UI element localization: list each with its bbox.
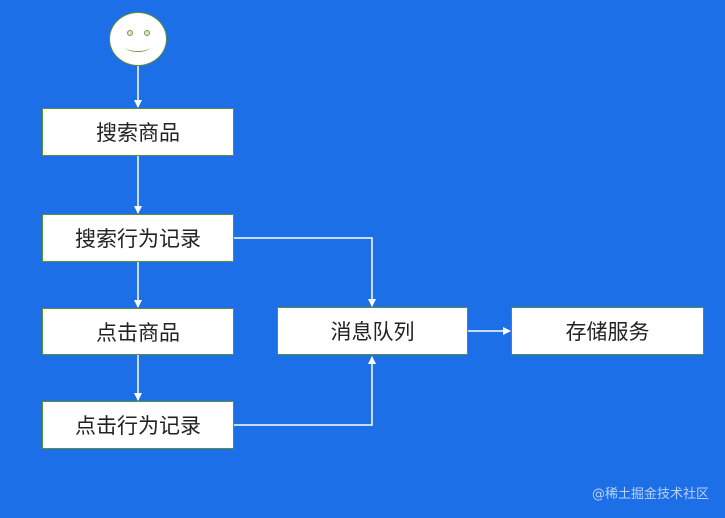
smiley-mouth [126,43,150,52]
node-click-behavior-log: 点击行为记录 [42,401,234,449]
node-search-behavior-log: 搜索行为记录 [42,214,234,262]
smiley-left-eye [127,30,133,36]
smiley-right-eye [144,30,150,36]
watermark-text: @稀土掘金技术社区 [591,487,709,502]
connector-click-log-to-message-queue [234,356,376,426]
node-click-product: 点击商品 [42,308,234,355]
connector-search-log-to-message-queue [234,237,376,307]
node-storage-service: 存储服务 [511,307,704,355]
node-message-queue: 消息队列 [277,307,468,355]
user-smiley-icon [109,12,167,66]
node-search-product: 搜索商品 [42,108,234,156]
